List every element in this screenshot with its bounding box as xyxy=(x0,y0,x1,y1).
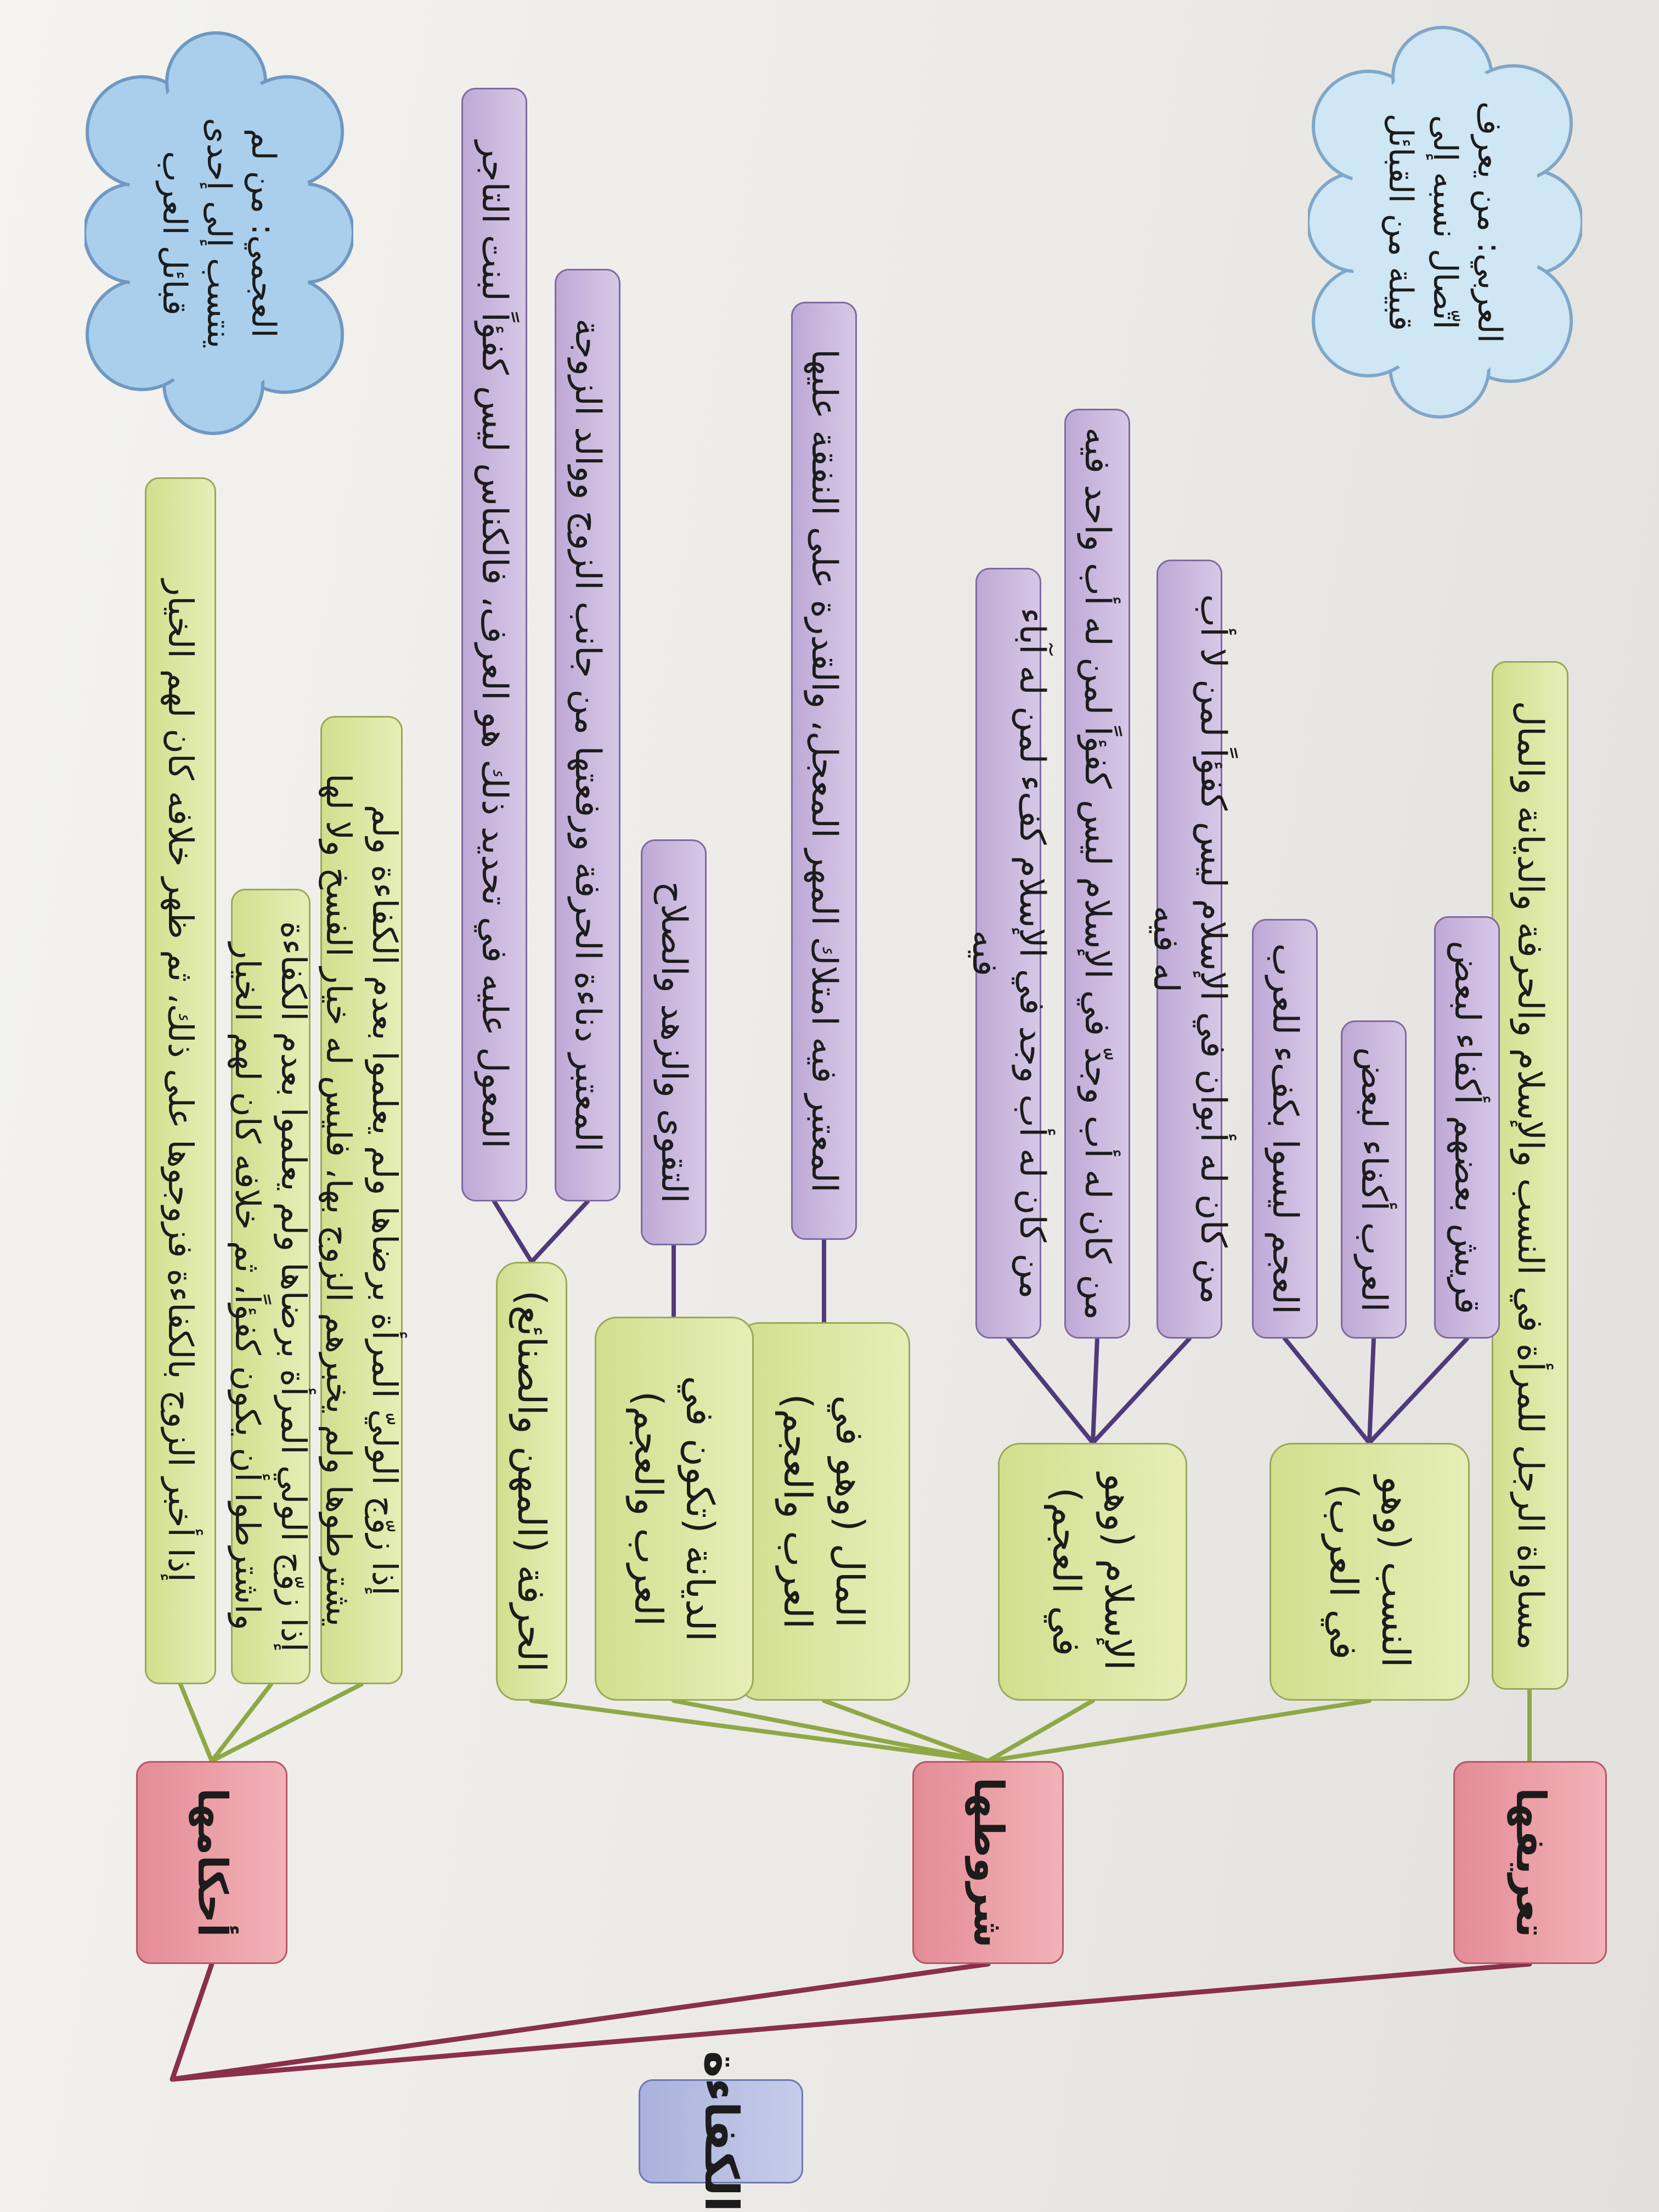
detail-arabs-equal: العرب أكفاء لبعض xyxy=(1341,1020,1407,1339)
cloud-arab-definition: العربي: من يعرف اتّصال نسبه إلى قبيلة من… xyxy=(1308,25,1582,420)
link-ruling-3 xyxy=(178,1682,214,1763)
link-cond-wealth xyxy=(822,1699,990,1763)
detail-piety: التقوى والزهد والصلاح xyxy=(641,839,707,1245)
detail-custom: المعول عليه في تحديد ذلك هو العرف، فالكن… xyxy=(461,88,527,1201)
detail-father-grandfather: من كان له أب وجدّ في الإسلام ليس كفؤاً ل… xyxy=(1064,409,1130,1339)
definition-text: مساواة الرجل للمرأة في النسب والإسلام وا… xyxy=(1492,661,1568,1690)
condition-craft: الحرفة (المهن والصنائع) xyxy=(496,1262,567,1701)
link-ruling-1 xyxy=(210,1682,364,1763)
root-node: الكفاءة xyxy=(639,2051,803,2212)
link-root-definition xyxy=(170,1961,1532,2082)
link-detail-9 xyxy=(529,1199,590,1264)
detail-dowry: المعتبر فيه امتلاك المهر المعجل، والقدرة… xyxy=(791,302,857,1240)
detail-ancestors: من كان له أب وجد في الإسلام كفء لمن له آ… xyxy=(964,568,1052,1339)
detail-non-arabs: العجم ليسوا بكفء للعرب xyxy=(1252,919,1318,1339)
detail-quraysh: قريش بعضهم أكفاء لبعض xyxy=(1434,916,1500,1339)
cloud-non-arab-definition: العجمي: من لم ينتسب إلى إحدى قبائل العرب xyxy=(84,30,353,436)
link-cond-craft xyxy=(529,1699,990,1763)
branch-rulings: أحكامها xyxy=(136,1761,287,1964)
condition-lineage: النسب (وهو في العرب) xyxy=(1269,1443,1470,1701)
link-detail-2 xyxy=(1367,1336,1376,1445)
link-detail-10 xyxy=(492,1199,534,1264)
detail-two-fathers: من كان له أبوان في الإسلام ليس كفؤاً لمن… xyxy=(1146,560,1233,1339)
link-cond-lineage xyxy=(986,1699,1372,1763)
condition-islam: الإسلام (وهو في العجم) xyxy=(998,1443,1187,1701)
link-detail-5 xyxy=(1091,1336,1099,1445)
ruling-condition-stipulated: إذا زوّج الولي المرأة برضاها ولم يعلموا … xyxy=(228,889,314,1684)
link-detail-3 xyxy=(1283,1336,1372,1445)
link-cond-islam xyxy=(986,1699,1095,1763)
ruling-husband-claimed: إذا أخبر الزوج بالكفاءة فزوجوها على ذلك،… xyxy=(145,477,216,1684)
link-root-conditions xyxy=(170,1961,991,2082)
link-detail-1 xyxy=(1367,1336,1469,1445)
link-cond-religion xyxy=(672,1699,990,1763)
branch-definition: تعريفها xyxy=(1453,1761,1607,1964)
ruling-no-option: إذا زوّج الوليّ المرأة برضاها ولم يعلموا… xyxy=(319,716,405,1684)
cloud-arab-text: العربي: من يعرف اتّصال نسبه إلى قبيلة من… xyxy=(1381,101,1509,343)
branch-conditions: شروطها xyxy=(912,1761,1064,1964)
link-ruling-2 xyxy=(210,1682,273,1763)
link-root-rulings xyxy=(170,1961,215,2082)
cloud-non-arab-text: العجمي: من لم ينتسب إلى إحدى قبائل العرب xyxy=(155,117,283,349)
link-detail-6 xyxy=(1006,1336,1095,1445)
condition-wealth: المال (وهو في العرب والعجم) xyxy=(737,1322,910,1701)
detail-craft-status: المعتبر دناءة الحرفة ورفعتها من جانب الز… xyxy=(555,269,620,1201)
condition-religion: الديانة (تكون في العرب والعجم) xyxy=(595,1317,754,1701)
link-detail-4 xyxy=(1091,1336,1192,1445)
